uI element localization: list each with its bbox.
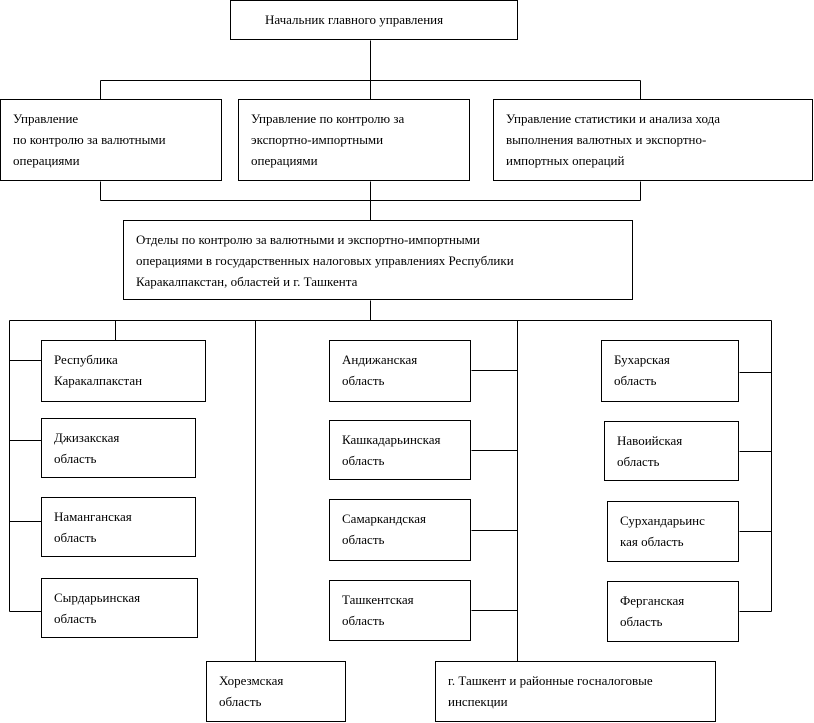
node-label: Самаркандская область [342,511,426,547]
node-jizzakh: Джизакская область [41,418,196,478]
node-tashkent-region: Ташкентская область [329,580,471,641]
node-label: Андижанская область [342,352,418,388]
node-label: Ферганская область [620,593,685,629]
node-fergana: Ферганская область [607,581,739,642]
node-andijan: Андижанская область [329,340,471,402]
node-label: г. Ташкент и районные госналоговые инспе… [448,673,653,709]
node-syrdarya: Сырдарьинская область [41,578,198,638]
node-dept-statistics: Управление статистики и анализа хода вып… [493,99,813,181]
node-label: Отделы по контролю за валютными и экспор… [136,232,514,289]
node-head: Начальник главного управления [230,0,518,40]
node-label: Начальник главного управления [265,12,444,27]
node-label: Джизакская область [54,430,120,466]
node-label: Навоийская область [617,433,683,469]
node-karakalpakstan: Республика Каракалпакстан [41,340,206,402]
node-label: Сырдарьинская область [54,590,141,626]
node-label: Республика Каракалпакстан [54,352,143,388]
node-label: Бухарская область [614,352,670,388]
node-surkhandarya: Сурхандарьинс кая область [607,501,739,562]
node-dept-currency: Управление по контролю за валютными опер… [0,99,222,181]
node-tashkent-city: г. Ташкент и районные госналоговые инспе… [435,661,716,722]
node-regional-departments: Отделы по контролю за валютными и экспор… [123,220,633,300]
node-namangan: Наманганская область [41,497,196,557]
node-navoi: Навоийская область [604,421,739,481]
node-label: Кашкадарьинская область [342,432,441,468]
node-bukhara: Бухарская область [601,340,739,402]
node-label: Наманганская область [54,509,132,545]
node-kashkadarya: Кашкадарьинская область [329,420,471,480]
node-label: Сурхандарьинс кая область [620,513,705,549]
node-label: Управление по контролю за валютными опер… [13,111,166,168]
node-label: Управление статистики и анализа хода вып… [506,111,720,168]
node-label: Ташкентская область [342,592,414,628]
node-samarkand: Самаркандская область [329,499,471,561]
node-label: Хорезмская область [219,673,284,709]
node-dept-export-import: Управление по контролю за экспортно-импо… [238,99,470,181]
node-label: Управление по контролю за экспортно-импо… [251,111,405,168]
node-khorezm: Хорезмская область [206,661,346,722]
